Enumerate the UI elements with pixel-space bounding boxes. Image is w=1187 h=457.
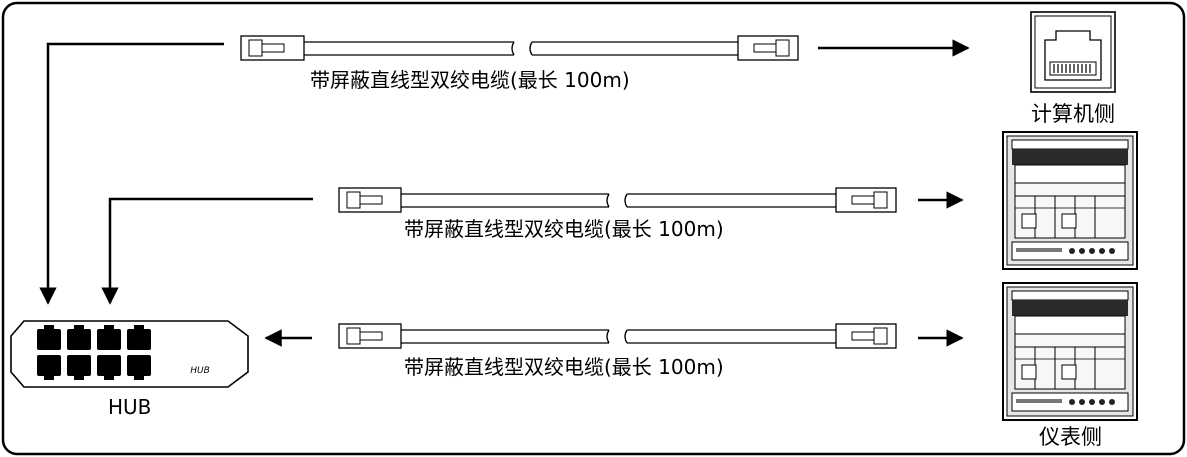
rj45-plug-right bbox=[835, 187, 897, 213]
cable-body bbox=[304, 41, 738, 56]
rj45-jack-icon bbox=[1030, 11, 1116, 93]
rj45-plug-left bbox=[240, 35, 305, 61]
connector-line-top bbox=[39, 42, 224, 305]
cable-3-label: 带屏蔽直线型双绞电缆(最长 100m) bbox=[404, 355, 724, 379]
rj45-plug-right bbox=[737, 35, 799, 61]
cable-3 bbox=[338, 323, 897, 349]
instrument-device-2 bbox=[1002, 282, 1138, 421]
hub-port bbox=[37, 325, 151, 380]
computer-side-label: 计算机侧 bbox=[1031, 102, 1115, 126]
cable-2-label: 带屏蔽直线型双绞电缆(最长 100m) bbox=[404, 217, 724, 241]
hub-label: HUB bbox=[108, 395, 152, 419]
rj45-plug-left bbox=[338, 323, 402, 349]
connector-line-middle bbox=[101, 197, 313, 305]
cable-1 bbox=[240, 35, 799, 61]
rj45-plug-left bbox=[338, 187, 402, 213]
cable-2 bbox=[338, 187, 897, 213]
rj45-plug-right bbox=[835, 323, 897, 349]
cable-body bbox=[401, 329, 836, 344]
cable-1-label: 带屏蔽直线型双绞电缆(最长 100m) bbox=[310, 68, 630, 92]
instrument-side-label: 仪表侧 bbox=[1039, 425, 1102, 449]
cable-body bbox=[401, 193, 836, 208]
hub-device: HUB bbox=[10, 320, 249, 388]
instrument-device-1 bbox=[1002, 131, 1138, 270]
hub-device-text: HUB bbox=[190, 366, 210, 376]
